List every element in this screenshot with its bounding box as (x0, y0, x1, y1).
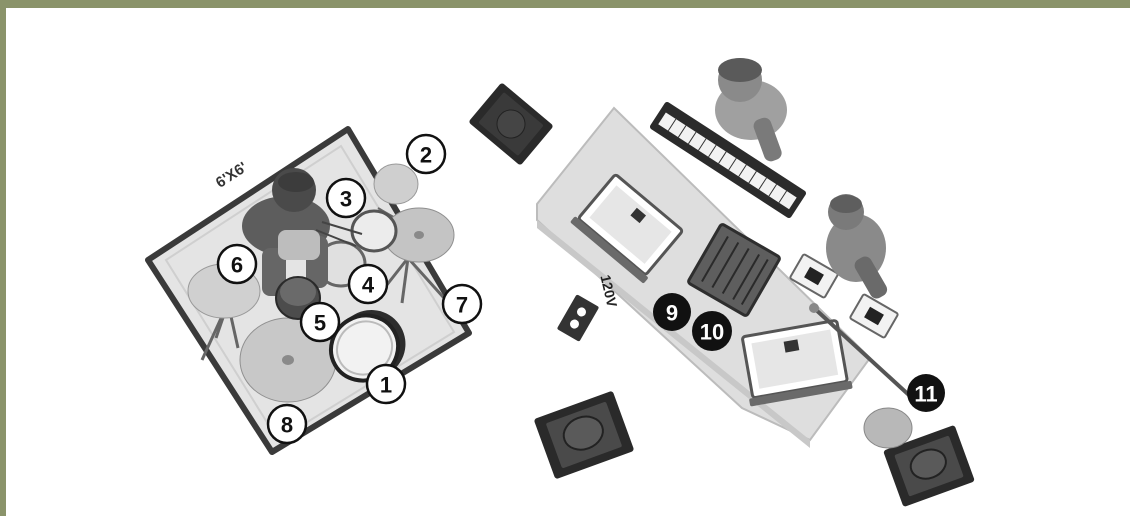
controller-pad-2 (850, 294, 899, 338)
callout-9-number: 9 (666, 301, 678, 326)
callout-8: 8 (268, 405, 306, 443)
callout-6: 6 (218, 245, 256, 283)
callout-11-number: 11 (914, 382, 937, 407)
callout-9: 9 (653, 293, 691, 331)
power-outlet (557, 294, 600, 342)
monitor-wedge-bottom-left (534, 391, 635, 480)
callout-4-number: 4 (362, 273, 375, 298)
stage-plot: 6'X6' (6, 8, 1130, 516)
callout-7-number: 7 (456, 293, 468, 318)
callout-5: 5 (301, 303, 339, 341)
callout-3-number: 3 (340, 187, 352, 212)
monitor-wedge-top-left (468, 82, 554, 166)
callout-2: 2 (407, 135, 445, 173)
callout-11: 11 (907, 374, 945, 412)
performer-figure (826, 194, 890, 301)
callout-5-number: 5 (314, 311, 326, 336)
crash-cymbal (374, 164, 418, 204)
callout-2-number: 2 (420, 143, 432, 168)
riser-size-label: 6'X6' (213, 159, 251, 192)
callout-7: 7 (443, 285, 481, 323)
rack-tom (352, 211, 396, 251)
callout-10-number: 10 (700, 320, 724, 345)
stage-plot-drawing: 6'X6' (6, 8, 1130, 516)
callout-1-number: 1 (380, 373, 392, 398)
callout-4: 4 (349, 265, 387, 303)
callout-3: 3 (327, 179, 365, 217)
callout-1: 1 (367, 365, 405, 403)
callout-10: 10 (692, 311, 732, 351)
callout-6-number: 6 (231, 253, 243, 278)
callout-8-number: 8 (281, 413, 293, 438)
